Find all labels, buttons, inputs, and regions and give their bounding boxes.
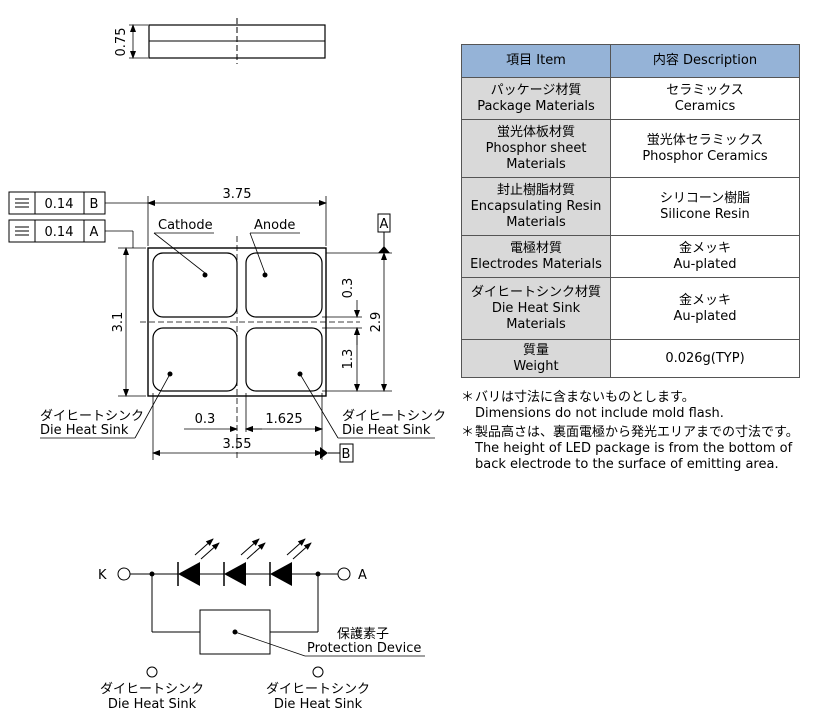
dim-width-total: 3.75 <box>147 187 327 246</box>
dim-width-total-label: 3.75 <box>223 187 252 202</box>
dim-thickness: 0.75 <box>114 28 129 57</box>
circuit-diagram: K A 保護素子 Pr <box>98 538 425 712</box>
circuit-heat-sink-left-en: Die Heat Sink <box>108 697 197 712</box>
note-1-en: Dimensions do not include mold flash. <box>475 406 724 421</box>
datum-b-marker: B <box>320 443 354 463</box>
header-item: 項目 Item <box>461 44 611 78</box>
tolerance-datum-b: B <box>90 197 99 212</box>
dim-pad-height-label: 1.3 <box>341 349 356 370</box>
dim-pad-span-label: 2.9 <box>369 312 384 333</box>
note-2: ＊ 製品高さは、裏面電極から発光エリアまでの寸法です。 The height o… <box>461 425 811 473</box>
terminal-k-label: K <box>98 568 107 583</box>
dim-pad-span-h-label: 3.55 <box>223 437 252 452</box>
dim-height-total: 3.1 <box>111 247 146 397</box>
note-1: ＊ バリは寸法に含まないものとします。 Dimensions do not in… <box>461 390 811 422</box>
tolerance-frame-a: 0.14 A <box>8 219 134 248</box>
tolerance-value-a: 0.14 <box>45 225 74 240</box>
note-1-jp: バリは寸法に含まないものとします。 <box>475 390 695 405</box>
terminal-a-label: A <box>358 568 367 583</box>
tolerance-frame-b: 0.14 B <box>8 191 148 215</box>
heat-sink-right-jp: ダイヒートシンク <box>342 409 446 424</box>
note-star: ＊ <box>461 390 475 405</box>
heat-sink-callouts: ダイヒートシンク Die Heat Sink ダイヒートシンク Die Heat… <box>40 373 446 439</box>
datum-a-marker: A <box>377 213 391 253</box>
protection-device-en: Protection Device <box>307 641 421 656</box>
note-star: ＊ <box>461 425 475 440</box>
header-description: 内容 Description <box>610 44 800 78</box>
note-2-jp: 製品高さは、裏面電極から発光エリアまでの寸法です。 <box>475 425 799 440</box>
side-view: 0.75 <box>114 18 326 64</box>
datum-a-letter: A <box>380 217 389 232</box>
datum-b-letter: B <box>342 447 351 462</box>
circuit-heat-sink-left-jp: ダイヒートシンク <box>100 682 204 697</box>
dim-height-total-label: 3.1 <box>111 312 126 333</box>
note-2-en: The height of LED package is from the bo… <box>475 441 793 472</box>
heat-sink-left-en: Die Heat Sink <box>40 423 129 438</box>
anode-label: Anode <box>254 218 295 233</box>
protection-device-jp: 保護素子 <box>337 626 389 642</box>
row-desc: 0.026g(TYP) <box>610 339 800 378</box>
heat-sink-left-jp: ダイヒートシンク <box>40 409 144 424</box>
dim-bottom: 0.3 1.625 3.55 <box>152 393 323 460</box>
package-top-view: Cathode Anode <box>140 218 360 460</box>
tolerance-value-b: 0.14 <box>45 197 74 212</box>
circuit-heat-sink-right-jp: ダイヒートシンク <box>266 682 370 697</box>
circuit-heat-sink-right-en: Die Heat Sink <box>274 697 363 712</box>
dim-pad-gap-v-label: 0.3 <box>341 278 356 299</box>
tolerance-datum-a: A <box>90 225 99 240</box>
heat-sink-right-en: Die Heat Sink <box>342 423 431 438</box>
dim-pad-gap-h-label: 0.3 <box>195 412 216 427</box>
dim-pad-width-label: 1.625 <box>265 412 302 427</box>
cathode-label: Cathode <box>158 218 213 233</box>
notes: ＊ バリは寸法に含まないものとします。 Dimensions do not in… <box>461 390 811 473</box>
dim-right: 0.3 1.3 2.9 <box>322 252 392 392</box>
